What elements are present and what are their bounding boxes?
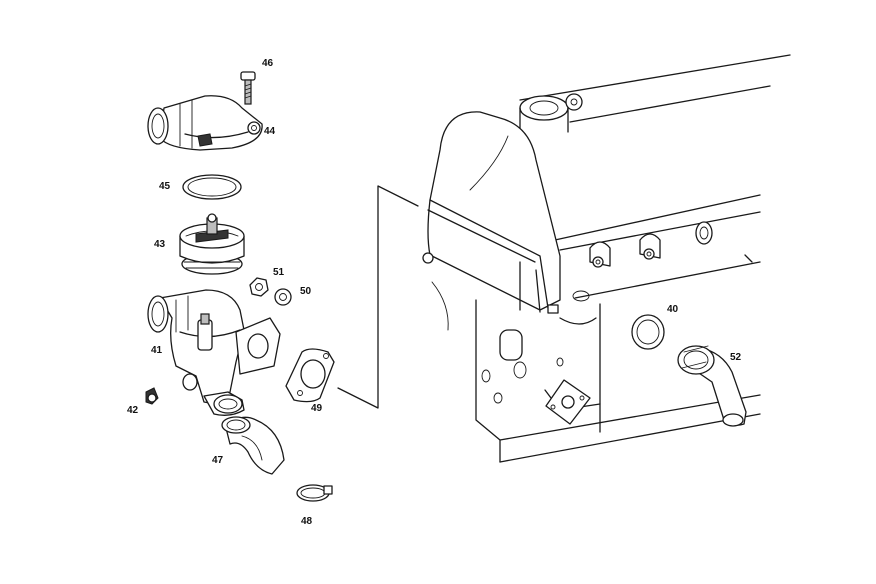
callout-43: 43 <box>154 239 166 250</box>
part-40-seal-ring <box>631 314 665 350</box>
callout-45: 45 <box>159 181 171 192</box>
callout-50: 50 <box>300 286 312 297</box>
callout-40: 40 <box>667 304 679 315</box>
callout-52: 52 <box>730 352 742 363</box>
part-41-thermostat-housing <box>147 289 281 416</box>
callout-47: 47 <box>212 455 224 466</box>
callout-41: 41 <box>151 345 163 356</box>
part-48-hose-clamp <box>296 484 333 502</box>
part-50-washer <box>274 288 292 306</box>
callout-48: 48 <box>301 516 313 527</box>
callout-42: 42 <box>127 405 139 416</box>
part-47-hose <box>221 416 285 475</box>
engine-block <box>337 54 791 463</box>
part-51-nut <box>249 277 269 297</box>
callout-49: 49 <box>311 403 323 414</box>
part-45-o-ring <box>182 174 242 200</box>
part-46-bolt <box>240 71 256 105</box>
part-44-thermostat-cover <box>147 95 263 151</box>
part-42-plug <box>145 387 159 405</box>
callout-46: 46 <box>262 58 274 69</box>
part-43-thermostat <box>179 213 245 275</box>
part-52-elbow-fitting <box>677 345 747 427</box>
part-49-gasket <box>285 348 335 403</box>
callout-51: 51 <box>273 267 285 278</box>
callout-44: 44 <box>264 126 276 137</box>
